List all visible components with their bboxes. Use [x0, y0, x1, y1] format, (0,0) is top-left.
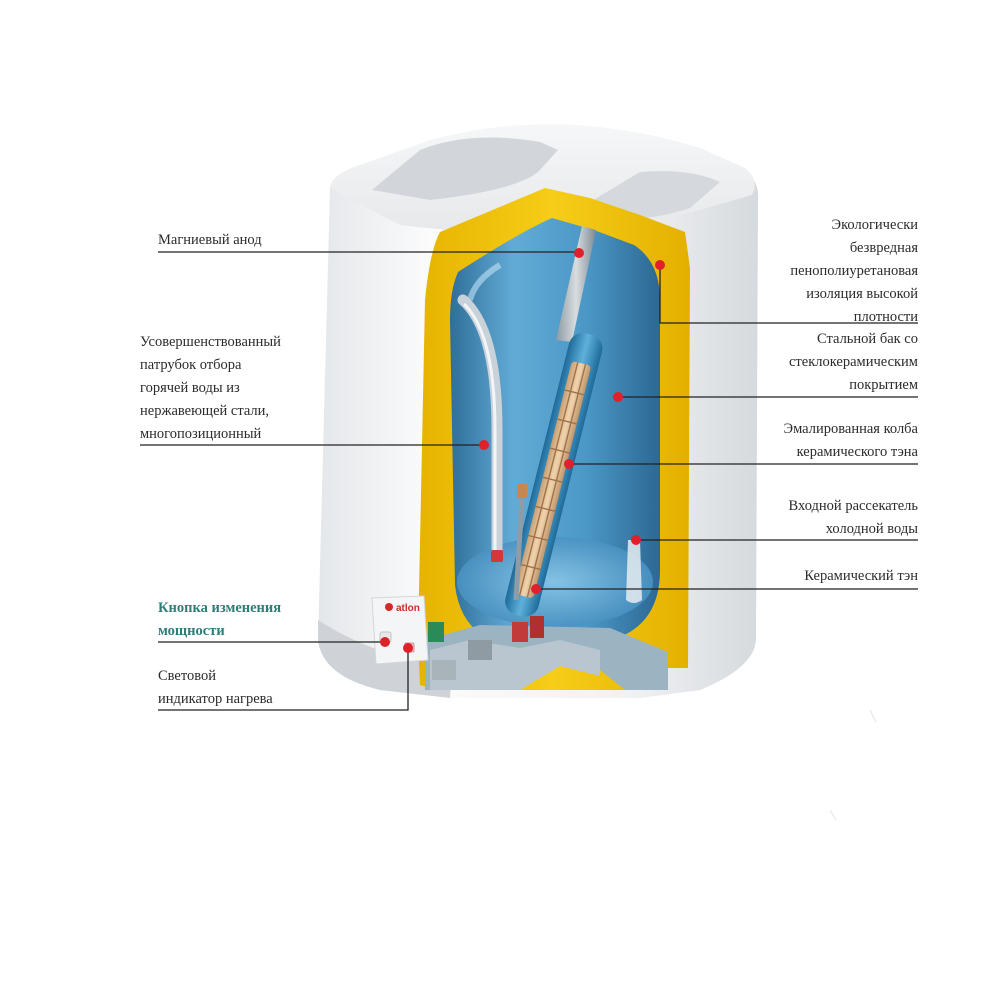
label-cold-water-diffuser: Входной рассекатель холодной воды — [788, 498, 918, 537]
label-ceramic-heater: Керамический тэн — [804, 568, 918, 584]
brand-logo: atlon — [396, 603, 420, 614]
label-power-button: Кнопка изменения мощности — [158, 600, 282, 639]
marker-power-button — [380, 637, 390, 647]
marker-ceramic-heater — [531, 584, 541, 594]
marker-magnesium-anode — [574, 248, 584, 258]
marker-cold-water-diffuser — [631, 535, 641, 545]
marker-steel-tank — [613, 392, 623, 402]
enamel-flask — [505, 333, 603, 617]
marker-enamel-flask — [564, 459, 574, 469]
magnesium-anode — [556, 226, 596, 342]
label-magnesium-anode: Магниевый анод — [158, 232, 262, 248]
label-steel-tank: Стальной бак со стеклокерамическим покры… — [789, 331, 918, 393]
heater-base — [425, 625, 668, 690]
leader-line-insulation — [659, 265, 918, 324]
cold-water-diffuser — [626, 540, 642, 603]
label-insulation: Экологически безвредная пенополиуретанов… — [790, 217, 918, 325]
label-enamel-flask: Эмалированная колба керамического тэна — [783, 421, 918, 460]
label-hot-water-pipe: Усовершенствованный патрубок отбора горя… — [140, 334, 281, 442]
hot-water-pipe — [457, 294, 503, 562]
marker-heat-indicator — [403, 643, 413, 653]
leader-line-heat-indicator — [158, 648, 409, 711]
marker-insulation — [655, 260, 665, 270]
marker-hot-water-pipe — [479, 440, 489, 450]
tank-floor — [457, 537, 653, 627]
label-heat-indicator: Световой индикатор нагрева — [158, 668, 273, 707]
